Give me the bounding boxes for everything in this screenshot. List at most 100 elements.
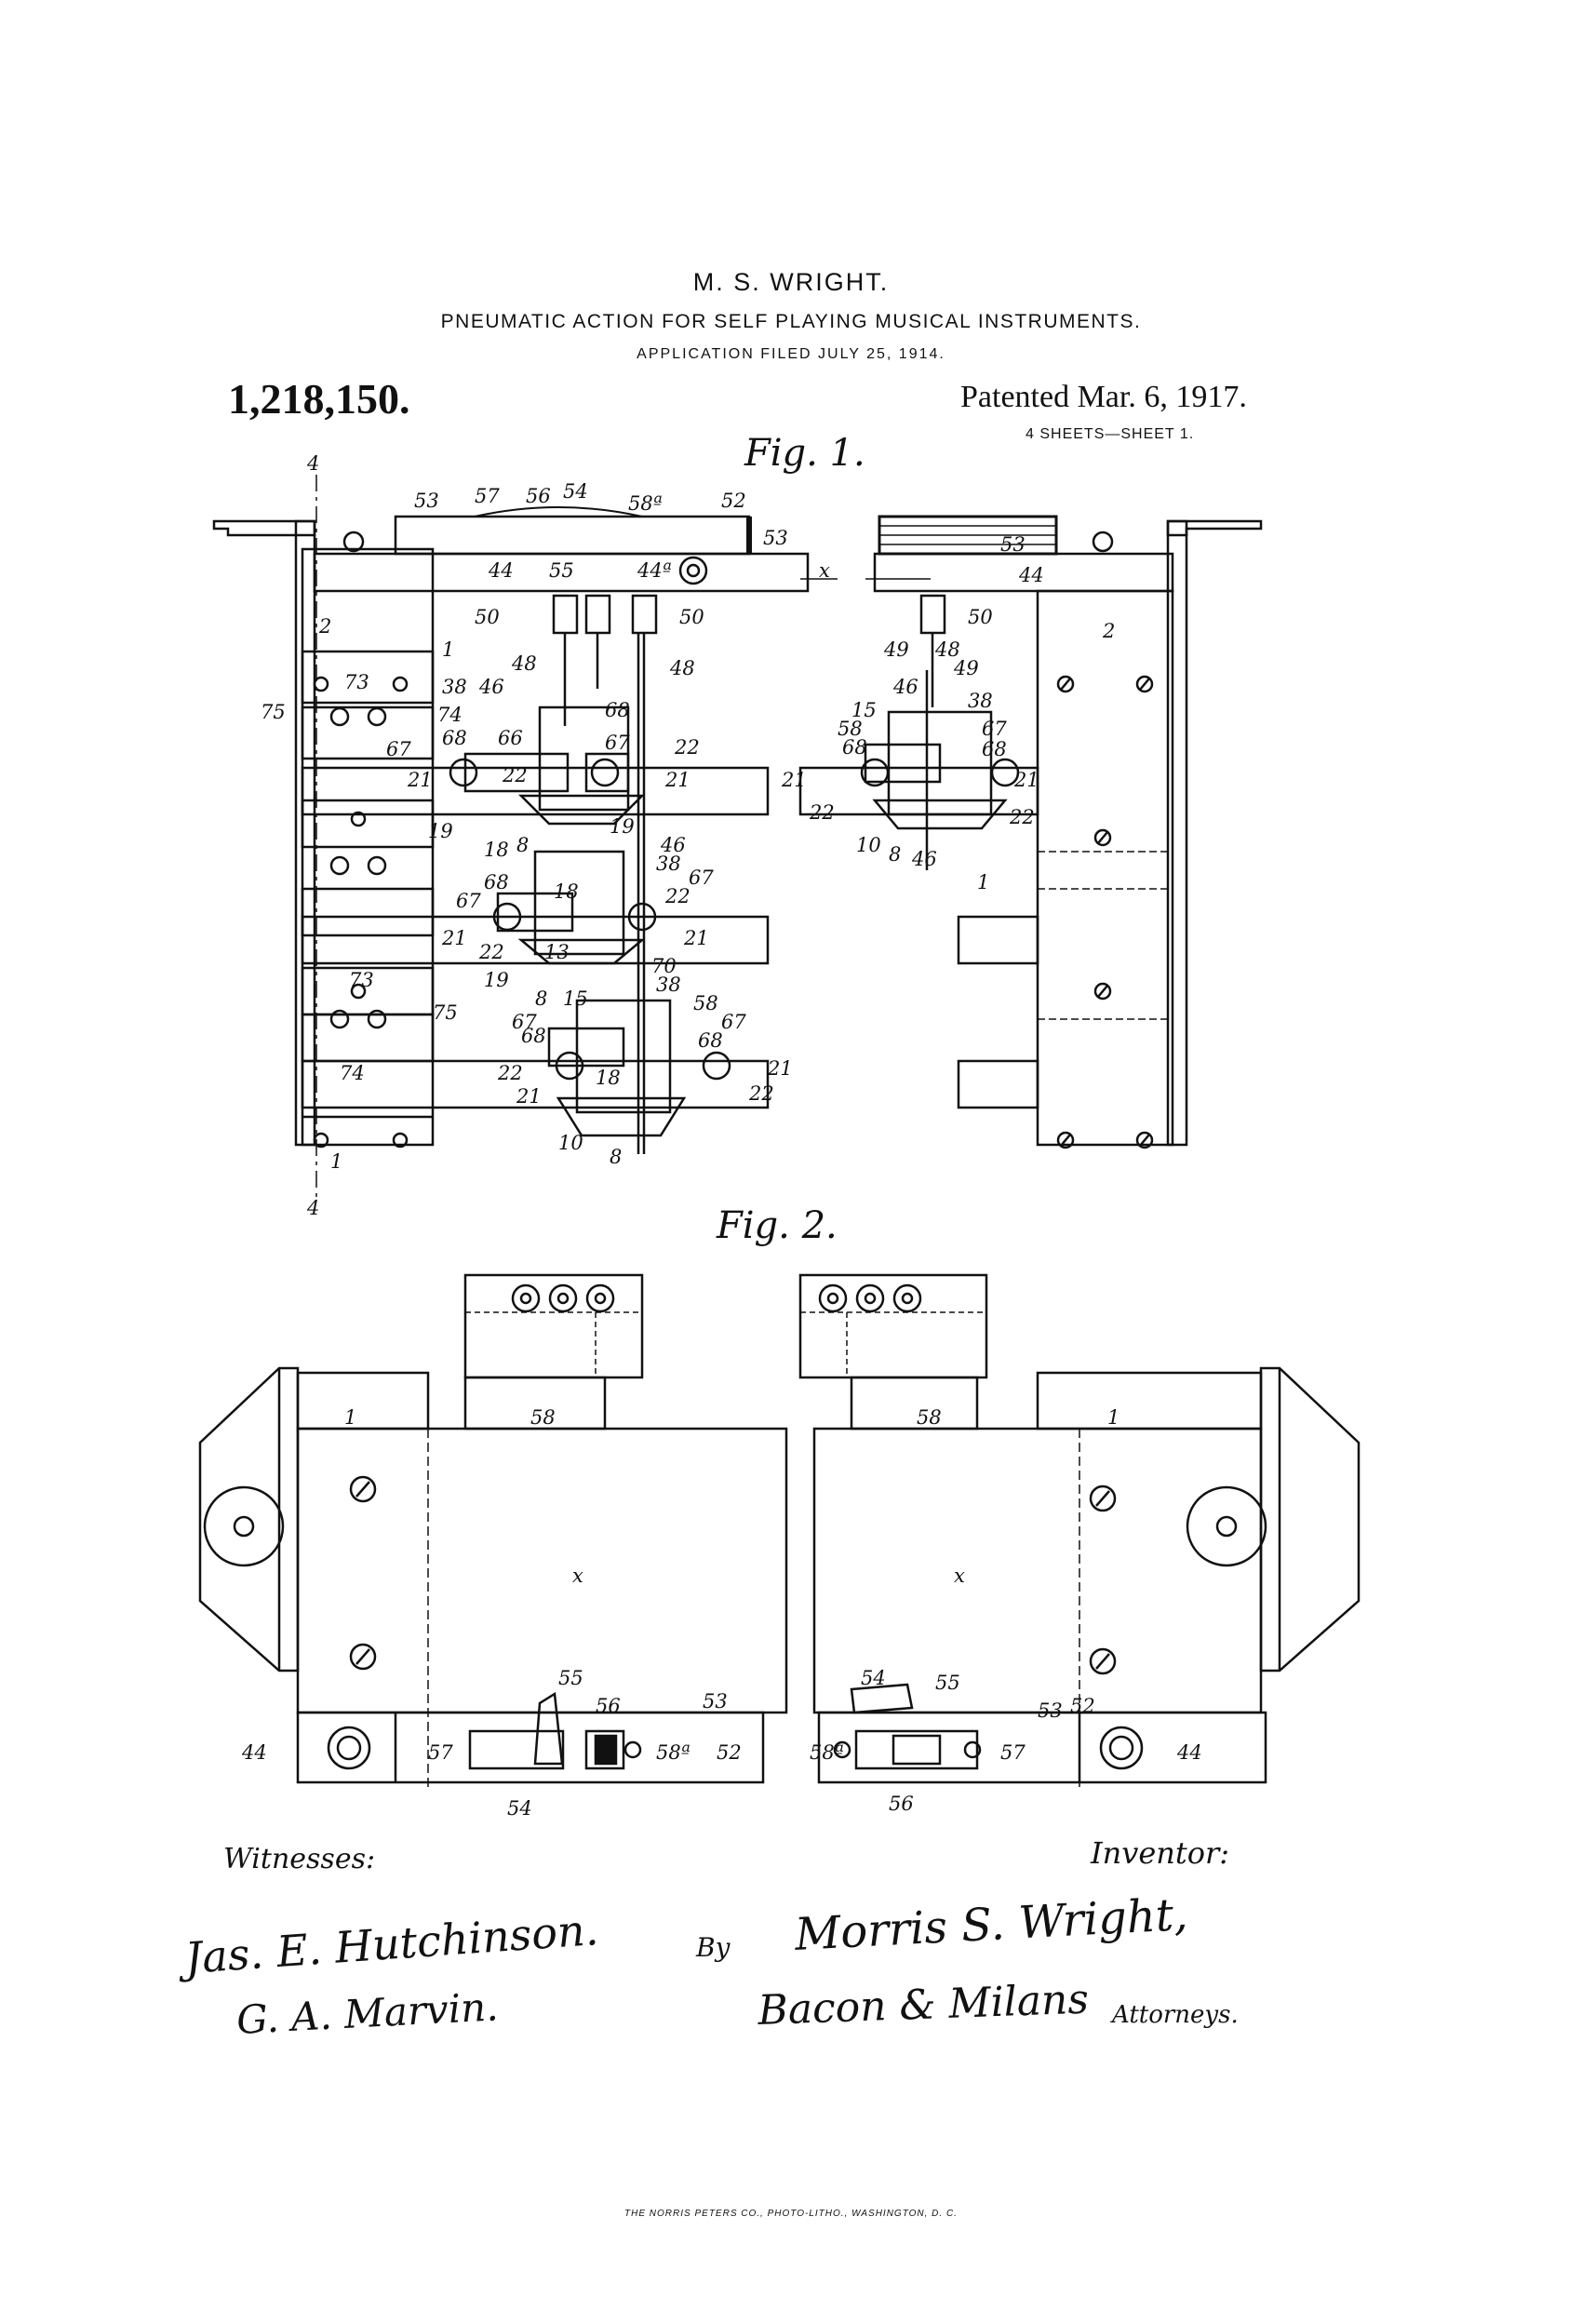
svg-text:44: 44 [488,559,514,582]
patent-number: 1,218,150. [228,375,410,423]
svg-text:10: 10 [856,834,881,856]
svg-text:18: 18 [554,880,579,903]
svg-text:18: 18 [596,1067,621,1089]
svg-text:18: 18 [484,839,509,861]
svg-text:74: 74 [340,1062,365,1084]
svg-text:19: 19 [610,815,635,838]
svg-text:67: 67 [689,866,714,889]
svg-text:56: 56 [889,1793,914,1815]
svg-text:21: 21 [781,769,807,791]
svg-text:55: 55 [558,1667,583,1689]
svg-text:44: 44 [241,1741,267,1764]
witnesses-label: Witnesses: [223,1843,376,1875]
svg-text:68: 68 [842,736,867,759]
svg-text:56: 56 [596,1695,621,1717]
svg-text:44ª: 44ª [637,559,672,582]
svg-text:46: 46 [478,676,504,698]
svg-text:73: 73 [344,671,369,693]
svg-text:56: 56 [526,485,551,507]
svg-text:67: 67 [982,718,1007,740]
svg-text:Bacon & Milans: Bacon & Milans [757,1976,1090,2035]
svg-text:67: 67 [605,732,630,754]
svg-text:22: 22 [674,736,700,759]
svg-text:x: x [572,1565,583,1587]
svg-text:4: 4 [306,452,319,475]
svg-text:8: 8 [610,1146,622,1168]
svg-text:1: 1 [1107,1406,1119,1429]
svg-text:21: 21 [407,769,433,791]
svg-text:57: 57 [428,1741,453,1764]
by-label: By [696,1932,731,1963]
svg-text:68: 68 [521,1025,546,1047]
svg-text:22: 22 [809,801,835,824]
attorneys-label: Attorneys. [1112,2001,1239,2029]
application-filed: APPLICATION FILED JULY 25, 1914. [637,346,945,362]
svg-text:48: 48 [934,638,960,661]
svg-text:57: 57 [475,485,500,507]
sheet-count: 4 SHEETS—SHEET 1. [1026,426,1195,442]
svg-text:15: 15 [851,699,877,721]
svg-text:49: 49 [883,638,909,661]
svg-text:58: 58 [530,1406,556,1429]
svg-text:22: 22 [502,764,528,786]
svg-text:53: 53 [1038,1699,1063,1722]
svg-text:Jas. E. Hutchinson.: Jas. E. Hutchinson. [176,1904,600,1983]
svg-text:44: 44 [1018,564,1044,586]
svg-text:22: 22 [664,885,690,907]
svg-text:66: 66 [498,727,523,749]
fig-2-label: Fig. 2. [716,1204,838,1247]
svg-text:21: 21 [767,1057,793,1080]
svg-text:58ª: 58ª [628,492,663,515]
svg-text:44: 44 [1176,1741,1202,1764]
printer-credit: THE NORRIS PETERS CO., PHOTO-LITHO., WAS… [624,2209,958,2219]
svg-text:54: 54 [507,1797,532,1820]
svg-text:57: 57 [1000,1741,1026,1764]
svg-text:58: 58 [693,992,718,1014]
svg-text:67: 67 [456,890,481,912]
svg-text:52: 52 [1070,1695,1095,1717]
svg-text:1: 1 [442,638,454,661]
svg-text:52: 52 [721,490,746,512]
svg-text:68: 68 [605,699,630,721]
inventor-label: Inventor: [1091,1835,1230,1871]
patent-title: PNEUMATIC ACTION FOR SELF PLAYING MUSICA… [440,311,1142,332]
svg-text:68: 68 [698,1029,723,1052]
svg-text:38: 38 [968,690,993,712]
svg-text:22: 22 [748,1082,774,1105]
svg-text:8: 8 [516,834,529,856]
svg-text:67: 67 [386,738,411,760]
svg-text:2: 2 [318,615,331,638]
svg-text:68: 68 [442,727,467,749]
svg-text:13: 13 [544,941,570,963]
svg-text:38: 38 [656,974,681,996]
svg-text:22: 22 [478,941,504,963]
svg-text:67: 67 [721,1011,746,1033]
svg-text:58: 58 [838,718,863,740]
svg-text:21: 21 [664,769,690,791]
svg-text:48: 48 [511,652,537,675]
svg-text:1: 1 [330,1150,342,1173]
svg-text:67: 67 [512,1011,537,1033]
svg-text:73: 73 [349,969,374,991]
svg-text:46: 46 [911,848,937,870]
svg-text:58ª: 58ª [810,1741,844,1764]
svg-text:21: 21 [441,927,467,949]
svg-text:Morris S. Wright,: Morris S. Wright, [793,1888,1189,1961]
svg-text:50: 50 [679,606,704,628]
svg-text:46: 46 [660,834,686,856]
svg-text:15: 15 [563,987,588,1010]
svg-text:74: 74 [437,704,463,726]
svg-text:1: 1 [977,871,989,893]
svg-text:70: 70 [651,955,677,977]
svg-text:58: 58 [917,1406,942,1429]
svg-text:49: 49 [953,657,979,679]
svg-text:19: 19 [484,969,509,991]
svg-text:75: 75 [261,701,286,723]
svg-text:68: 68 [484,871,509,893]
svg-text:4: 4 [306,1197,319,1219]
svg-text:53: 53 [414,490,439,512]
svg-text:75: 75 [433,1001,458,1024]
svg-text:50: 50 [968,606,993,628]
svg-text:54: 54 [563,480,588,503]
svg-text:68: 68 [982,738,1007,760]
